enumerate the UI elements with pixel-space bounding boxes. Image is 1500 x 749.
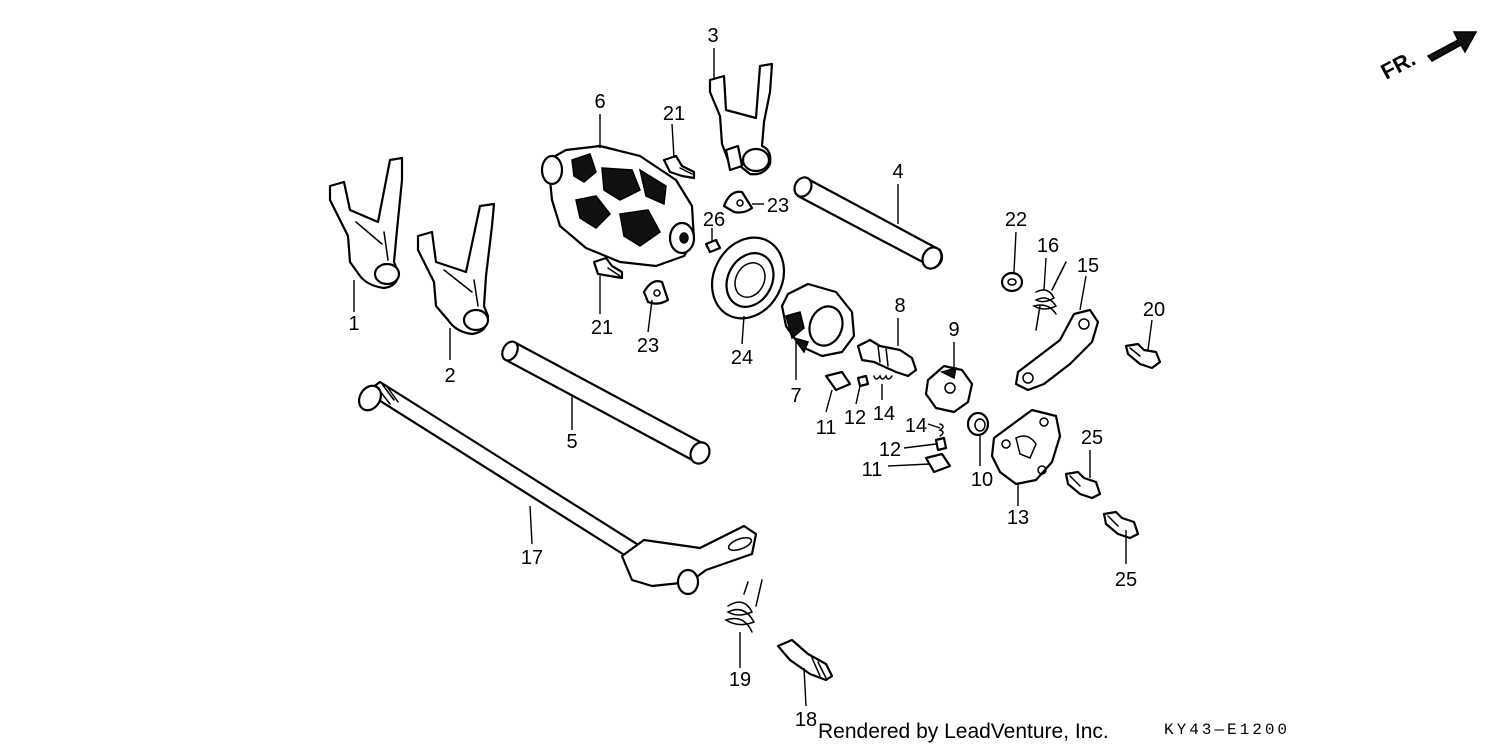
callout-20: 20 bbox=[1143, 299, 1165, 321]
callout-8: 8 bbox=[894, 295, 905, 317]
part-9-stopper-arm bbox=[924, 364, 974, 414]
callout-16: 16 bbox=[1037, 235, 1059, 257]
part-21-bolt-upper bbox=[662, 154, 696, 180]
callout-12-upper: 12 bbox=[844, 407, 866, 429]
part-5-fork-shaft bbox=[501, 340, 711, 465]
part-6-shift-drum bbox=[540, 144, 696, 268]
part-18-stopper-pin bbox=[776, 638, 834, 682]
callout-6: 6 bbox=[594, 91, 605, 113]
part-2-shift-fork bbox=[416, 202, 496, 336]
part-7-drum-center bbox=[780, 282, 856, 358]
part-19-spindle-spring bbox=[724, 579, 763, 633]
callout-11-lower: 11 bbox=[862, 459, 883, 481]
callout-9: 9 bbox=[948, 319, 959, 341]
part-23-plate-upper bbox=[722, 190, 754, 214]
part-25-bolt-upper bbox=[1064, 470, 1102, 500]
diagram-code: KY43—E1200 bbox=[1164, 721, 1290, 739]
part-22-washer bbox=[1000, 271, 1024, 293]
front-direction-label: FR. bbox=[1377, 46, 1420, 85]
callout-26: 26 bbox=[703, 209, 725, 231]
part-8-special-bolt bbox=[856, 338, 918, 378]
callout-25-lower: 25 bbox=[1115, 569, 1137, 591]
part-26-dowel-pin bbox=[704, 238, 722, 254]
callout-10: 10 bbox=[971, 469, 993, 491]
callout-14-upper: 14 bbox=[873, 403, 895, 425]
part-4-fork-shaft bbox=[793, 176, 944, 270]
part-25-bolt-lower bbox=[1102, 510, 1140, 540]
credit-text: Rendered by LeadVenture, Inc. bbox=[818, 720, 1109, 743]
callout-5: 5 bbox=[566, 431, 577, 453]
part-16-return-spring bbox=[1032, 261, 1067, 331]
part-11-pawl-lower bbox=[924, 452, 952, 474]
callout-numbers: 1 2 3 4 5 6 7 8 9 10 11 11 12 12 13 14 1… bbox=[348, 25, 1165, 731]
callout-12-lower: 12 bbox=[879, 439, 901, 461]
part-24-bearing bbox=[710, 236, 786, 320]
callout-25-upper: 25 bbox=[1081, 427, 1103, 449]
part-17-gearshift-spindle bbox=[357, 380, 758, 596]
part-23-plate-lower bbox=[642, 280, 670, 305]
callout-11-upper: 11 bbox=[816, 417, 837, 439]
part-11-pawl-upper bbox=[824, 370, 852, 392]
callout-21-lower: 21 bbox=[591, 317, 613, 339]
callout-14-lower: 14 bbox=[905, 415, 927, 437]
callout-1: 1 bbox=[348, 313, 359, 335]
callout-7: 7 bbox=[790, 385, 801, 407]
callout-4: 4 bbox=[892, 161, 903, 183]
part-21-bolt-lower bbox=[592, 256, 624, 280]
front-direction-indicator: FR. bbox=[1377, 31, 1478, 85]
part-20-bolt bbox=[1124, 342, 1162, 370]
part-14-spring-upper bbox=[873, 374, 893, 380]
callout-17: 17 bbox=[521, 547, 543, 569]
callout-3: 3 bbox=[707, 25, 718, 47]
front-arrow-icon bbox=[1426, 31, 1478, 62]
part-13-guide-plate bbox=[990, 408, 1062, 486]
callout-19: 19 bbox=[729, 669, 751, 691]
callout-18: 18 bbox=[795, 709, 817, 731]
part-3-shift-fork bbox=[708, 62, 774, 176]
part-10-collar bbox=[966, 411, 990, 437]
part-12-plunger-upper bbox=[856, 374, 870, 388]
callout-22: 22 bbox=[1005, 209, 1027, 231]
callout-23-upper: 23 bbox=[767, 195, 789, 217]
callout-23-lower: 23 bbox=[637, 335, 659, 357]
callout-24: 24 bbox=[731, 347, 753, 369]
part-15-stopper-arm bbox=[1014, 308, 1100, 392]
part-12-plunger-lower bbox=[934, 436, 948, 452]
callout-15: 15 bbox=[1077, 255, 1099, 277]
callout-2: 2 bbox=[444, 365, 455, 387]
part-1-shift-fork bbox=[328, 156, 404, 290]
leader-lines bbox=[353, 48, 1153, 707]
callout-21-upper: 21 bbox=[663, 103, 685, 125]
callout-13: 13 bbox=[1007, 507, 1029, 529]
part-14-spring-lower bbox=[938, 423, 944, 437]
